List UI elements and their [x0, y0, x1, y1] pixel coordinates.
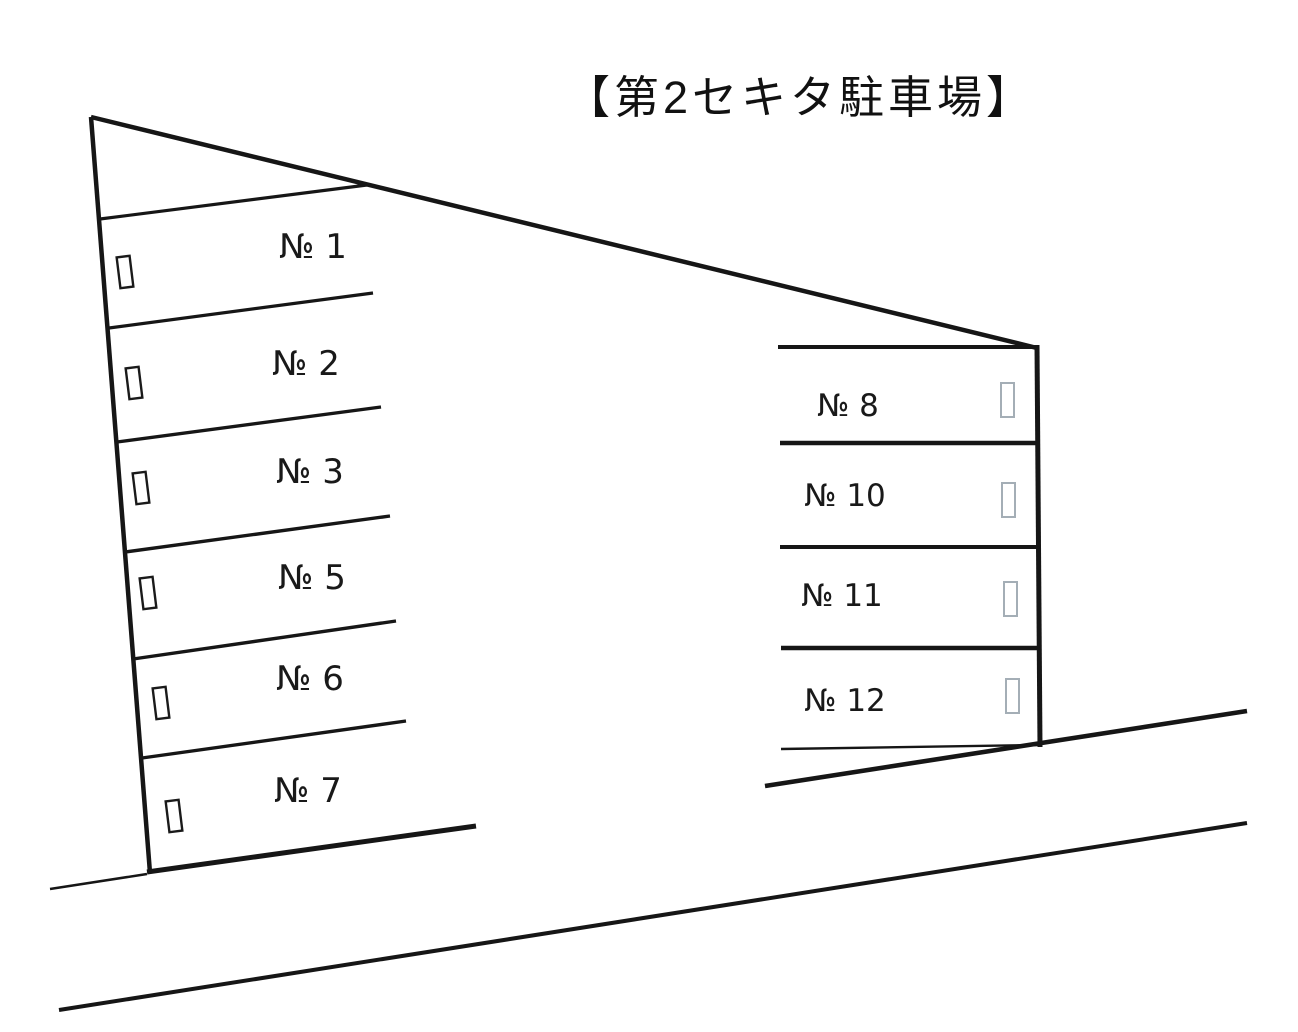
wheel-stopper-icon	[124, 365, 144, 401]
space-label-2: № 2	[272, 344, 340, 384]
road-edge-line	[58, 821, 1248, 1012]
space-7-bottom-line	[146, 823, 477, 875]
right-lot-boundary-line	[1034, 344, 1043, 748]
right-parking-column: № 8 № 10 № 11 № 12	[778, 344, 1043, 751]
wheel-stopper-icon	[1000, 382, 1015, 418]
space-label-1: № 1	[279, 227, 347, 267]
space-label-3: № 3	[276, 452, 344, 492]
space-label-11: № 11	[801, 578, 883, 614]
divider-6-7-line	[141, 719, 407, 760]
space-12-bottom-line	[780, 743, 1041, 751]
wheel-stopper-icon	[131, 470, 151, 506]
divider-3-5-line	[124, 514, 391, 554]
space-1-top-line	[99, 183, 368, 221]
left-lot-boundary-line	[88, 116, 153, 874]
space-label-12: № 12	[804, 683, 886, 719]
divider-2-3-line	[116, 405, 382, 444]
road-edges	[49, 708, 1248, 1012]
wheel-stopper-icon	[138, 575, 158, 611]
wheel-stopper-icon	[164, 798, 184, 834]
diagram-title: 【第2セキタ駐車場】	[565, 72, 1035, 123]
wheel-stopper-icon	[151, 685, 171, 721]
wheel-stopper-icon	[1003, 581, 1018, 617]
road-edge-line	[764, 708, 1248, 789]
wheel-stopper-icon	[1001, 482, 1016, 518]
space-label-8: № 8	[817, 388, 879, 424]
space-label-6: № 6	[276, 659, 344, 699]
space-label-10: № 10	[804, 478, 886, 514]
space-label-5: № 5	[278, 558, 346, 598]
divider-5-6-line	[132, 619, 397, 661]
left-parking-column: № 1 № 2 № 3 № 5 № 6 № 7	[88, 114, 1038, 875]
space-label-7: № 7	[274, 771, 342, 811]
lot-top-diagonal-line	[90, 114, 1038, 351]
divider-1-2-line	[108, 291, 374, 330]
wheel-stopper-icon	[1005, 678, 1020, 714]
road-edge-line	[49, 872, 148, 891]
wheel-stopper-icon	[115, 254, 135, 290]
